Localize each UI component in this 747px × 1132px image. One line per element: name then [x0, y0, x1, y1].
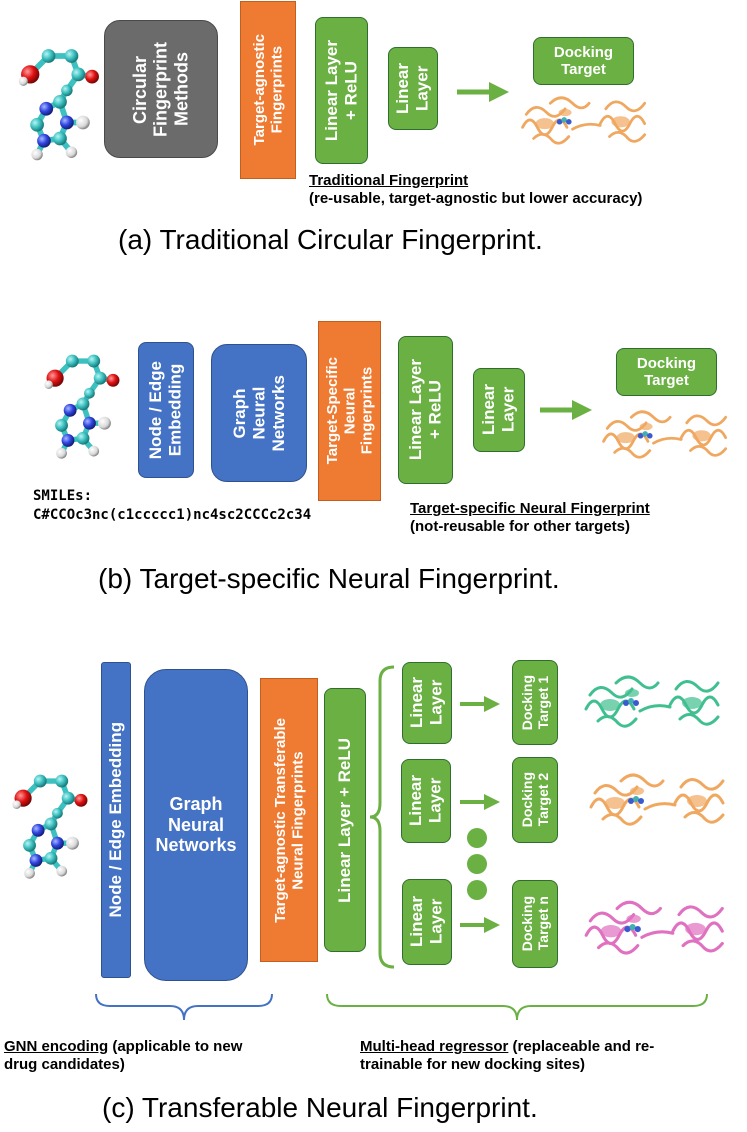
caption-b: (b) Target-specific Neural Fingerprint.: [98, 563, 560, 594]
linear-relu-box-a: Linear Layer + ReLU: [315, 17, 368, 164]
target-agnostic-fingerprints-box: Target-agnostic Fingerprints: [240, 1, 296, 179]
linear-relu-label-b: Linear Layer + ReLU: [405, 359, 445, 461]
transferable-fingerprints-box: Target-agnostic Transferable Neural Fing…: [260, 678, 318, 962]
protein-image-b: [598, 400, 746, 466]
docking-target-label-head-2: Docking Target 2: [518, 772, 551, 828]
node-edge-embedding-box-b: Node / Edge Embedding: [138, 342, 194, 478]
docking-target-box-b: Docking Target: [616, 348, 717, 396]
docking-target-box-head-1: Docking Target 1: [512, 660, 558, 745]
protein-image-head-1: [580, 650, 740, 750]
target-agnostic-fingerprints-label: Target-agnostic Fingerprints: [250, 34, 285, 146]
node-edge-embedding-label-c: Node / Edge Embedding: [106, 722, 126, 918]
linear-layer-label-a: Linear Layer: [393, 62, 432, 115]
gnn-encoding-brace: [95, 993, 273, 1021]
node-edge-embedding-box-c: Node / Edge Embedding: [101, 662, 131, 978]
target-specific-note-body: (not-reusable for other targets): [410, 518, 631, 535]
traditional-fingerprint-note-body: (re-usable, target-agnostic but lower ac…: [309, 190, 643, 207]
linear-layer-box-head-2: Linear Layer: [401, 759, 451, 843]
graph-neural-networks-box-b: Graph Neural Networks: [211, 344, 307, 482]
smiles-text: SMILEs: C#CCOc3nc(c1ccccc1)nc4sc2CCCc2c3…: [33, 487, 311, 525]
more-heads-dots: [467, 828, 487, 900]
traditional-fingerprint-note-title: Traditional Fingerprint: [309, 172, 469, 189]
heads-brace: [369, 665, 395, 969]
arrow-head-1: [460, 696, 500, 712]
linear-layer-box-b: Linear Layer: [473, 368, 525, 452]
docking-target-label-head-n: Docking Target n: [518, 896, 551, 952]
target-specific-note: Target-specific Neural Fingerprint (not-…: [410, 500, 650, 536]
gnn-encoding-note-rest: (applicable to new: [108, 1038, 243, 1055]
gnn-encoding-note-title: GNN encoding: [4, 1038, 109, 1055]
circular-fingerprint-methods-label: Circular Fingerprint Methods: [129, 41, 192, 137]
circular-fingerprint-methods-box: Circular Fingerprint Methods: [104, 20, 218, 158]
multi-head-note: Multi-head regressor (replaceable and re…: [360, 1038, 654, 1074]
target-specific-fingerprints-box: Target-Specific Neural Fingerprints: [318, 321, 381, 501]
linear-relu-box-b: Linear Layer + ReLU: [398, 336, 453, 484]
multi-head-note-rest: (replaceable and re-: [508, 1038, 655, 1055]
molecule-image-c: [8, 766, 94, 884]
gnn-encoding-note: GNN encoding (applicable to new drug can…: [4, 1038, 242, 1074]
graph-neural-networks-box-c: Graph Neural Networks: [144, 669, 248, 981]
caption-c: (c) Transferable Neural Fingerprint.: [102, 1092, 538, 1123]
arrow-head-n: [460, 917, 500, 933]
protein-image-head-2: [585, 758, 745, 838]
graph-neural-networks-label-b: Graph Neural Networks: [229, 374, 288, 452]
linear-layer-box-head-n: Linear Layer: [402, 879, 452, 965]
molecule-image-a: [14, 40, 106, 166]
arrow-a: [457, 82, 509, 102]
arrow-head-2: [460, 794, 500, 810]
linear-layer-label-head-n: Linear Layer: [407, 896, 446, 948]
multi-head-note-title: Multi-head regressor: [360, 1038, 509, 1055]
arrow-b: [540, 400, 592, 420]
traditional-fingerprint-note: Traditional Fingerprint (re-usable, targ…: [309, 172, 642, 208]
linear-layer-label-head-1: Linear Layer: [407, 677, 446, 729]
target-specific-note-title: Target-specific Neural Fingerprint: [410, 500, 650, 517]
docking-target-box-a: Docking Target: [533, 37, 634, 85]
docking-target-label-a: Docking Target: [553, 43, 614, 78]
docking-target-box-head-2: Docking Target 2: [512, 757, 558, 843]
gnn-encoding-note-line2: drug candidates): [4, 1056, 125, 1073]
multi-head-note-line2: trainable for new docking sites): [360, 1056, 586, 1073]
linear-relu-label-a: Linear Layer + ReLU: [321, 39, 361, 142]
linear-relu-label-c: Linear Layer + ReLU: [335, 737, 355, 903]
smiles-value: C#CCOc3nc(c1ccccc1)nc4sc2CCCc2c34: [33, 506, 312, 523]
linear-layer-label-b: Linear Layer: [479, 384, 518, 436]
protein-image-head-n: [580, 876, 745, 976]
linear-layer-box-a: Linear Layer: [388, 47, 438, 130]
linear-relu-box-c: Linear Layer + ReLU: [324, 688, 366, 952]
molecule-image-b: [40, 346, 126, 464]
target-specific-fingerprints-label: Target-Specific Neural Fingerprints: [323, 357, 376, 465]
docking-target-label-b: Docking Target: [636, 354, 697, 389]
linear-layer-label-head-2: Linear Layer: [406, 775, 445, 827]
multi-head-brace: [326, 993, 708, 1021]
linear-layer-box-head-1: Linear Layer: [402, 662, 452, 744]
graph-neural-networks-label-c: Graph Neural Networks: [155, 793, 237, 856]
protein-image-a: [517, 86, 665, 152]
docking-target-box-head-n: Docking Target n: [512, 880, 558, 968]
smiles-label: SMILEs:: [33, 488, 93, 504]
caption-a: (a) Traditional Circular Fingerprint.: [118, 224, 543, 255]
docking-target-label-head-1: Docking Target 1: [518, 674, 551, 731]
transferable-fingerprints-label: Target-agnostic Transferable Neural Fing…: [271, 717, 306, 923]
node-edge-embedding-label-b: Node / Edge Embedding: [146, 360, 185, 460]
